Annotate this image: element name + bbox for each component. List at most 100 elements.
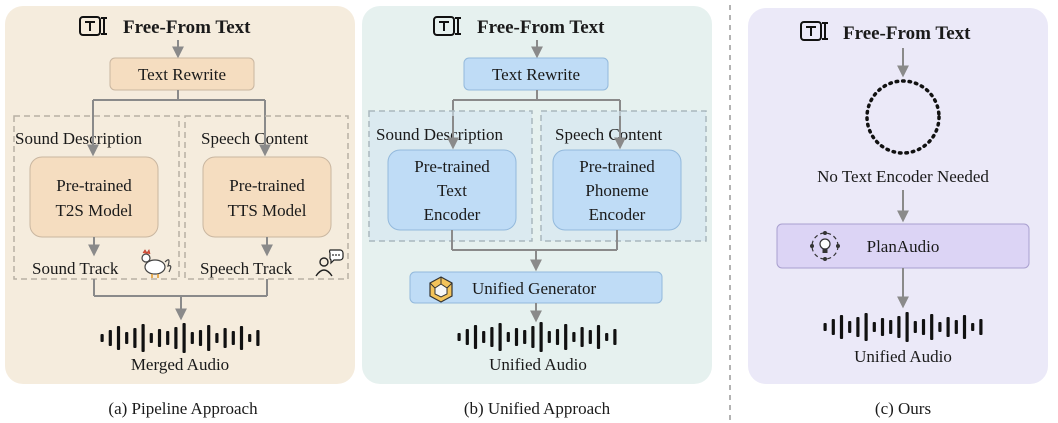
- waveform-bar: [457, 333, 461, 341]
- waveform-bar: [580, 327, 584, 347]
- phoneme-encoder-line3: Encoder: [589, 205, 646, 224]
- speech-branch-group-a: [184, 115, 349, 280]
- waveform-bar: [174, 327, 178, 349]
- panel-b-header: Free-From Text: [477, 17, 605, 38]
- text-rewrite-label-a: Text Rewrite: [138, 65, 226, 84]
- phoneme-encoder-line1: Pre-trained: [579, 157, 655, 176]
- planaudio-label: PlanAudio: [867, 237, 940, 256]
- speech-content-label-a: Speech Content: [201, 129, 308, 148]
- waveform-bar: [856, 317, 860, 337]
- waveform-bar: [531, 326, 535, 348]
- waveform-bar: [962, 315, 967, 339]
- planning-bulb-icon: [810, 231, 840, 261]
- waveform-bar: [954, 320, 958, 334]
- text-encoder-line1: Pre-trained: [414, 157, 490, 176]
- waveform-bar: [613, 329, 617, 345]
- waveform-bar: [946, 317, 950, 337]
- waveform-icon-b: [457, 322, 617, 352]
- waveform-bar: [116, 326, 121, 350]
- sound-track-label: Sound Track: [32, 259, 119, 278]
- waveform-bar: [133, 328, 137, 348]
- empty-encoder-circle: [865, 79, 941, 155]
- waveform-bar: [897, 316, 901, 338]
- t2s-model-line1: Pre-trained: [56, 176, 132, 195]
- waveform-bar: [596, 325, 601, 349]
- waveform-bar: [880, 318, 885, 336]
- waveform-bar: [905, 312, 909, 342]
- waveform-bar: [938, 322, 942, 332]
- waveform-bar: [547, 331, 551, 343]
- waveform-bar: [157, 329, 162, 347]
- unified-audio-label-c: Unified Audio: [854, 347, 952, 366]
- waveform-bar: [248, 334, 252, 342]
- waveform-bar: [979, 319, 983, 335]
- waveform-bar: [198, 330, 203, 346]
- waveform-bar: [971, 323, 975, 331]
- tts-model-box: [202, 156, 332, 238]
- phoneme-encoder-line2: Phoneme: [585, 181, 648, 200]
- waveform-bar: [498, 323, 502, 351]
- waveform-bar: [231, 331, 235, 345]
- text-rewrite-box-a: [109, 57, 255, 91]
- waveform-bar: [872, 322, 876, 332]
- waveform-bar: [514, 328, 519, 346]
- panel-c: Free-From Text No Text Encoder Needed Pl…: [776, 21, 1030, 366]
- panel-b: Free-From Text Text Rewrite Sound Descri…: [368, 16, 707, 374]
- waveform-icon-c: [823, 312, 983, 342]
- t2s-model-line2: T2S Model: [56, 201, 133, 220]
- waveform-bar: [564, 324, 568, 350]
- sound-branch-group-a: [13, 115, 180, 280]
- waveform-bar: [108, 330, 112, 346]
- waveform-bar: [223, 328, 227, 348]
- waveform-bar: [125, 332, 129, 344]
- waveform-bar: [473, 325, 478, 349]
- waveform-bar: [839, 315, 844, 339]
- waveform-bar: [921, 319, 926, 335]
- waveform-bar: [149, 333, 153, 343]
- waveform-bar: [572, 332, 576, 342]
- waveform-bar: [256, 330, 260, 346]
- waveform-bar: [864, 313, 868, 341]
- waveform-bar: [930, 314, 934, 340]
- panel-c-header: Free-From Text: [843, 23, 971, 44]
- waveform-bar: [141, 324, 145, 352]
- speech-content-label-b: Speech Content: [555, 125, 662, 144]
- speaker-person-icon: [315, 249, 344, 277]
- tts-model-line1: Pre-trained: [229, 176, 305, 195]
- panel-a: Free-From Text Text Rewrite Sound Descri…: [13, 16, 349, 374]
- waveform-bar: [555, 329, 560, 345]
- text-encoder-line3: Encoder: [424, 205, 481, 224]
- waveform-bar: [100, 334, 104, 342]
- waveform-bar: [482, 331, 486, 343]
- unified-generator-label: Unified Generator: [472, 279, 596, 298]
- unified-audio-label-b: Unified Audio: [489, 355, 587, 374]
- text-encoder-line2: Text: [437, 181, 467, 200]
- waveform-icon-a: [100, 323, 260, 353]
- waveform-bar: [215, 333, 219, 343]
- waveform-bar: [182, 323, 186, 353]
- panel-c-background: [748, 8, 1048, 384]
- waveform-bar: [465, 329, 469, 345]
- waveform-bar: [588, 330, 592, 344]
- speech-track-label: Speech Track: [200, 259, 293, 278]
- caption-b: (b) Unified Approach: [464, 399, 611, 418]
- panel-a-header: Free-From Text: [123, 17, 251, 38]
- t2s-model-box: [29, 156, 159, 238]
- waveform-bar: [848, 321, 852, 333]
- waveform-bar: [490, 327, 494, 347]
- caption-c: (c) Ours: [875, 399, 931, 418]
- waveform-bar: [239, 326, 244, 350]
- generator-cube-icon: [429, 276, 453, 303]
- merged-audio-label: Merged Audio: [131, 355, 229, 374]
- caption-a: (a) Pipeline Approach: [108, 399, 258, 418]
- waveform-bar: [913, 321, 917, 333]
- waveform-bar: [190, 332, 194, 344]
- waveform-bar: [823, 323, 827, 331]
- waveform-bar: [605, 333, 609, 341]
- waveform-bar: [889, 320, 893, 334]
- waveform-bar: [166, 331, 170, 345]
- sound-description-label-b: Sound Description: [376, 125, 504, 144]
- sound-description-label-a: Sound Description: [15, 129, 143, 148]
- waveform-bar: [539, 322, 543, 352]
